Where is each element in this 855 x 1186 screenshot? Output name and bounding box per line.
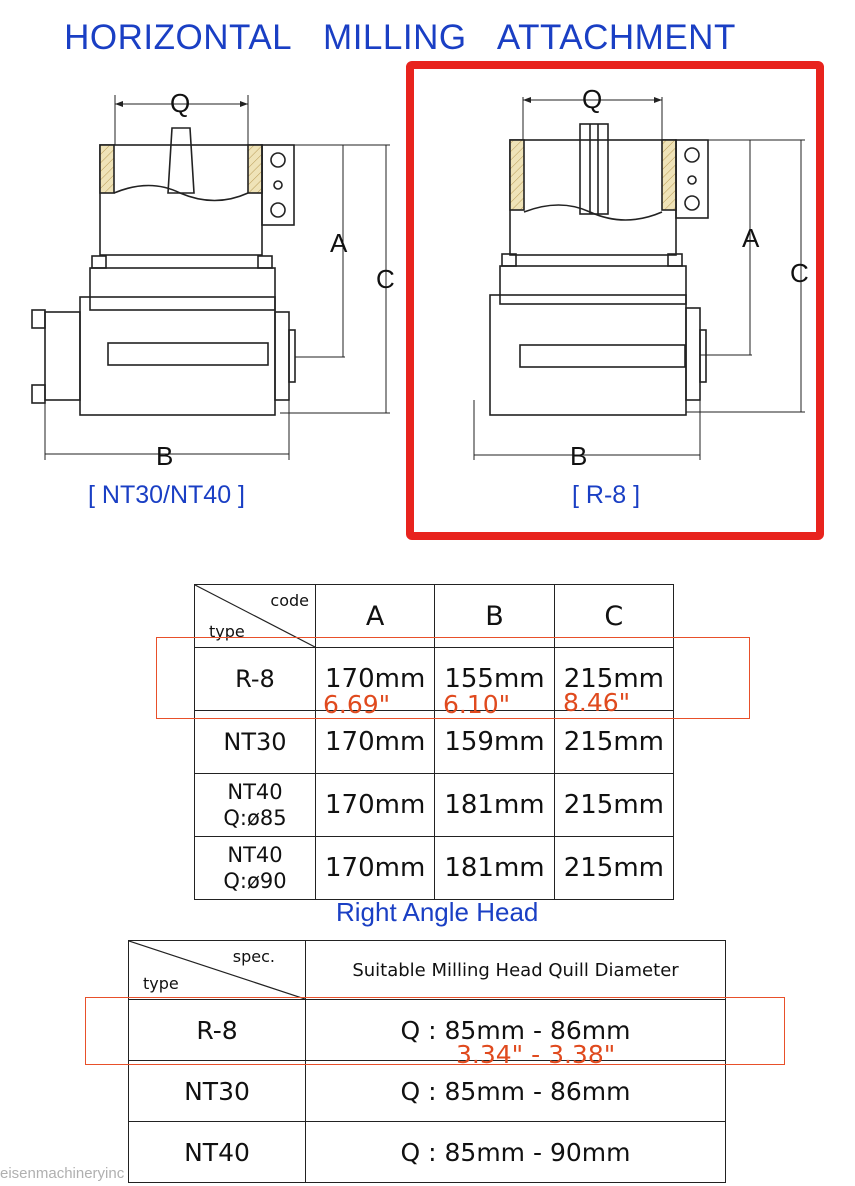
corner-spec-label: spec.: [232, 947, 275, 966]
r8-row-highlight: [156, 637, 750, 719]
corner-type-label: type: [143, 974, 179, 993]
watermark: eisenmachineryinc: [0, 1165, 125, 1182]
b-cell: 181mm: [434, 773, 555, 837]
quill-header: Suitable Milling Head Quill Diameter: [305, 940, 726, 1000]
table-row: NT40 Q:ø85 170mm 181mm 215mm: [194, 773, 675, 837]
r8-dim-b: B: [570, 441, 587, 471]
type-cell: NT40 Q:ø85: [194, 773, 316, 837]
r8-c-inch: 8.46": [563, 688, 631, 717]
corner-cell: spec. type: [128, 940, 306, 1000]
r8-dim-a: A: [742, 223, 760, 253]
c-cell: 215mm: [553, 647, 675, 711]
a-cell: 170mm: [314, 773, 436, 837]
a-cell: 170mm: [314, 710, 436, 774]
r8-dim-q: Q: [582, 84, 602, 114]
r8-caption: [ R-8 ]: [572, 481, 641, 509]
b-cell: 155mm: [434, 647, 555, 711]
table-row: NT40 Q:ø90 170mm 181mm 215mm: [194, 836, 675, 900]
nt-dim-q: Q: [170, 88, 190, 118]
quill-cell: Q : 85mm - 86mm: [305, 1060, 726, 1122]
r8-drawing: [473, 97, 805, 460]
page-title: HORIZONTAL MILLING ATTACHMENT: [64, 18, 736, 57]
corner-type-label: type: [209, 622, 245, 641]
r8-b-inch: 6.10": [443, 690, 511, 719]
type-cell: NT30: [128, 1060, 306, 1122]
dimension-table: code type A B C R-8 170mm 155mm 215mm NT…: [194, 584, 675, 900]
type-cell: NT40: [128, 1121, 306, 1183]
r8-quill-inch: 3.34" - 3.38": [456, 1040, 616, 1069]
r8-quill-highlight: [85, 997, 785, 1065]
b-cell: 181mm: [434, 836, 555, 900]
type-cell: R-8: [194, 647, 316, 711]
b-cell: 159mm: [434, 710, 555, 774]
quill-cell: Q : 85mm - 90mm: [305, 1121, 726, 1183]
nt-dim-c: C: [376, 264, 395, 294]
type-line1: NT40: [227, 843, 283, 867]
nt-dim-a: A: [330, 228, 348, 258]
quill-table: spec. type Suitable Milling Head Quill D…: [128, 940, 726, 1183]
type-cell: NT30: [194, 710, 316, 774]
nt-dim-b: B: [156, 441, 173, 471]
c-cell: 215mm: [553, 710, 675, 774]
c-cell: 215mm: [553, 773, 675, 837]
nt-drawing: [31, 95, 390, 460]
r8-dim-c: C: [790, 258, 809, 288]
r8-highlight-frame: [406, 61, 824, 540]
corner-code-label: code: [270, 591, 309, 610]
r8-a-inch: 6.69": [323, 690, 391, 719]
table-row: NT30 Q : 85mm - 86mm: [128, 1060, 726, 1122]
type-cell: R-8: [128, 999, 306, 1061]
type-line2: Q:ø85: [223, 806, 287, 830]
type-line2: Q:ø90: [223, 869, 287, 893]
a-cell: 170mm: [314, 647, 436, 711]
table-row: NT30 170mm 159mm 215mm: [194, 710, 675, 774]
table-row: R-8 Q : 85mm - 86mm: [128, 999, 726, 1061]
table-row: NT40 Q : 85mm - 90mm: [128, 1121, 726, 1183]
technical-drawings: Q A C B Q A C B: [31, 84, 809, 471]
table-row: R-8 170mm 155mm 215mm: [194, 647, 675, 711]
subtitle: Right Angle Head: [336, 897, 539, 927]
a-cell: 170mm: [314, 836, 436, 900]
quill-cell: Q : 85mm - 86mm: [305, 999, 726, 1061]
c-cell: 215mm: [553, 836, 675, 900]
nt-caption: [ NT30/NT40 ]: [88, 481, 245, 509]
type-line1: NT40: [227, 780, 283, 804]
type-cell: NT40 Q:ø90: [194, 836, 316, 900]
